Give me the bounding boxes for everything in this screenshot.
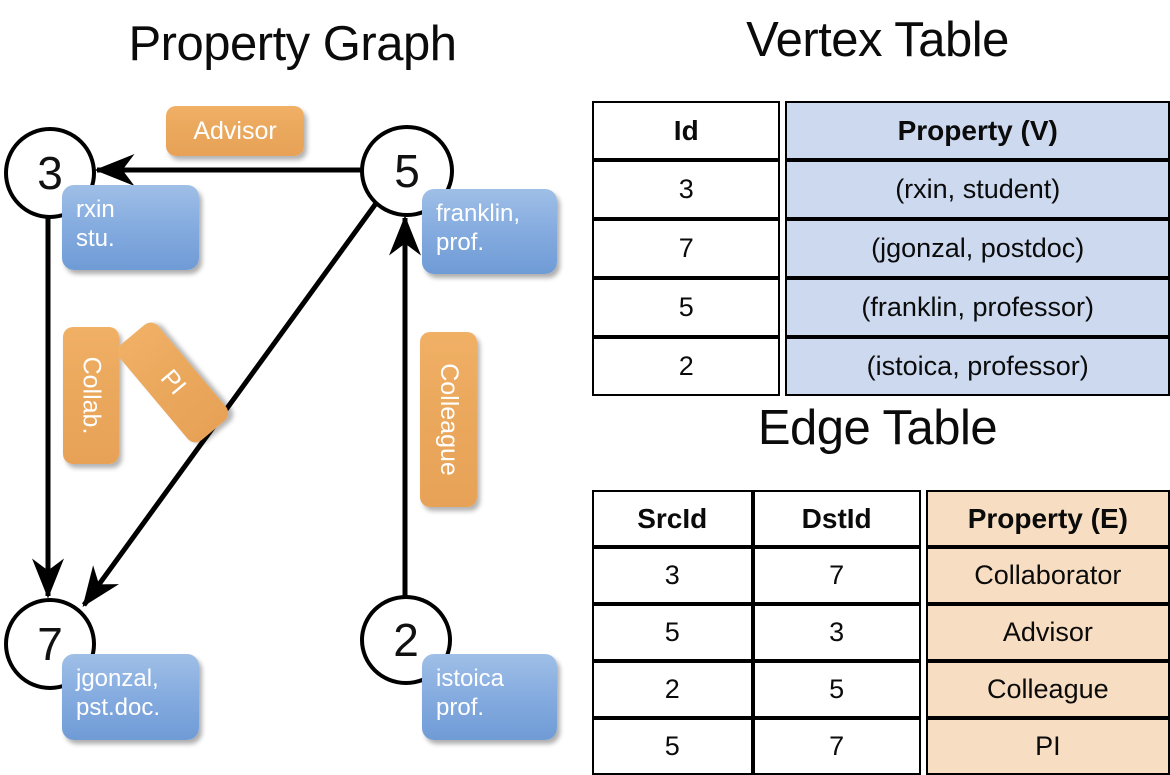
edge-table-header-row: SrcId DstId Property (E) [592, 490, 1170, 547]
graph-node-5-prop-line2: prof. [436, 229, 485, 257]
edge-table-title: Edge Table [757, 401, 998, 455]
vertex-row-3-property: (istoica, professor) [785, 337, 1170, 396]
edge-row-3-gap [920, 718, 926, 775]
edge-row-2-dst: 5 [752, 661, 921, 718]
edge-row-3-dst: 7 [752, 718, 921, 775]
table-row[interactable]: 5 3 Advisor [592, 604, 1170, 661]
edge-row-1-dst: 3 [752, 604, 921, 661]
graph-node-7-id: 7 [37, 618, 63, 670]
graph-edges-svg [32, 154, 421, 608]
vertex-row-2-property: (franklin, professor) [785, 278, 1170, 337]
graph-node-2-prop-line2: prof. [436, 694, 485, 722]
vertex-table: Id Property (V) 3 (rxin, student) 7 (jgo… [592, 101, 1170, 396]
table-row[interactable]: 7 (jgonzal, postdoc) [592, 219, 1170, 278]
edge-row-1-property: Advisor [925, 604, 1170, 661]
graph-node-2[interactable]: 2 [360, 595, 452, 685]
edge-table: SrcId DstId Property (E) 3 7 Collaborato… [592, 490, 1170, 775]
graph-node-3-property-box[interactable]: rxin stu. [62, 185, 199, 270]
edge-label-colleague[interactable]: Colleague [420, 332, 477, 507]
edge-label-pi-text: PI [155, 364, 192, 401]
table-row[interactable]: 2 5 Colleague [592, 661, 1170, 718]
graph-node-2-id: 2 [393, 614, 419, 666]
vertex-table-col-property: Property (V) [785, 101, 1170, 160]
edge-row-0-src: 3 [592, 547, 753, 604]
edge-table-col-property: Property (E) [925, 490, 1170, 547]
table-row[interactable]: 2 (istoica, professor) [592, 337, 1170, 396]
edge-label-colleague-text: Colleague [435, 363, 463, 476]
table-row[interactable]: 3 7 Collaborator [592, 547, 1170, 604]
vertex-row-3-id: 2 [592, 337, 781, 396]
graph-node-3-id: 3 [37, 147, 63, 199]
edge-row-0-dst: 7 [752, 547, 921, 604]
edge-label-collab[interactable]: Collab. [63, 327, 119, 464]
graph-node-5-id: 5 [394, 145, 420, 197]
graph-node-2-prop-line1: istoica [436, 665, 505, 692]
edge-label-advisor[interactable]: Advisor [166, 106, 304, 156]
vertex-table-title: Vertex Table [746, 13, 1009, 67]
edge-row-0-gap [920, 547, 926, 604]
vertex-row-1-id: 7 [592, 219, 781, 278]
edge-table-col-srcid: SrcId [592, 490, 753, 547]
vertex-row-3-gap [780, 337, 786, 396]
graph-node-7-property-box[interactable]: jgonzal, pst.doc. [62, 654, 199, 740]
edge-label-advisor-text: Advisor [193, 116, 277, 145]
edge-row-2-gap [920, 661, 926, 718]
graph-node-5[interactable]: 5 [360, 125, 454, 217]
graph-node-2-property-box[interactable]: istoica prof. [422, 654, 557, 740]
edge-row-1-src: 5 [592, 604, 753, 661]
graph-node-5-prop-line1: franklin, [436, 200, 521, 227]
vertex-row-2-gap [780, 278, 786, 337]
property-graph-panel: 3 5 7 2 rxin stu. franklin, prof. jgonza… [0, 0, 585, 760]
table-row[interactable]: 5 7 PI [592, 718, 1170, 775]
graph-node-7-prop-line2: pst.doc. [76, 694, 161, 722]
graph-node-5-property-box[interactable]: franklin, prof. [422, 189, 557, 274]
edge-row-3-src: 5 [592, 718, 753, 775]
graph-node-3-prop-line1: rxin [76, 196, 115, 223]
vertex-row-1-property: (jgonzal, postdoc) [785, 219, 1170, 278]
vertex-table-header-row: Id Property (V) [592, 101, 1170, 160]
table-row[interactable]: 3 (rxin, student) [592, 160, 1170, 219]
vertex-row-0-id: 3 [592, 160, 781, 219]
vertex-table-column-gap [780, 101, 786, 160]
edge-row-1-gap [920, 604, 926, 661]
edge-5-to-7 [81, 200, 380, 608]
edge-table-col-dstid: DstId [752, 490, 921, 547]
edge-row-2-src: 2 [592, 661, 753, 718]
vertex-row-2-id: 5 [592, 278, 781, 337]
vertex-row-1-gap [780, 219, 786, 278]
table-row[interactable]: 5 (franklin, professor) [592, 278, 1170, 337]
vertex-table-col-id: Id [592, 101, 781, 160]
edge-label-collab-text: Collab. [77, 356, 106, 435]
edge-row-3-property: PI [925, 718, 1170, 775]
edge-row-0-property: Collaborator [925, 547, 1170, 604]
graph-node-3-prop-line2: stu. [76, 225, 115, 253]
edge-row-2-property: Colleague [925, 661, 1170, 718]
property-graph-title: Property Graph [128, 17, 458, 71]
graph-node-7-prop-line1: jgonzal, [76, 665, 159, 692]
edge-table-column-gap [920, 490, 926, 547]
vertex-row-0-property: (rxin, student) [785, 160, 1170, 219]
vertex-row-0-gap [780, 160, 786, 219]
